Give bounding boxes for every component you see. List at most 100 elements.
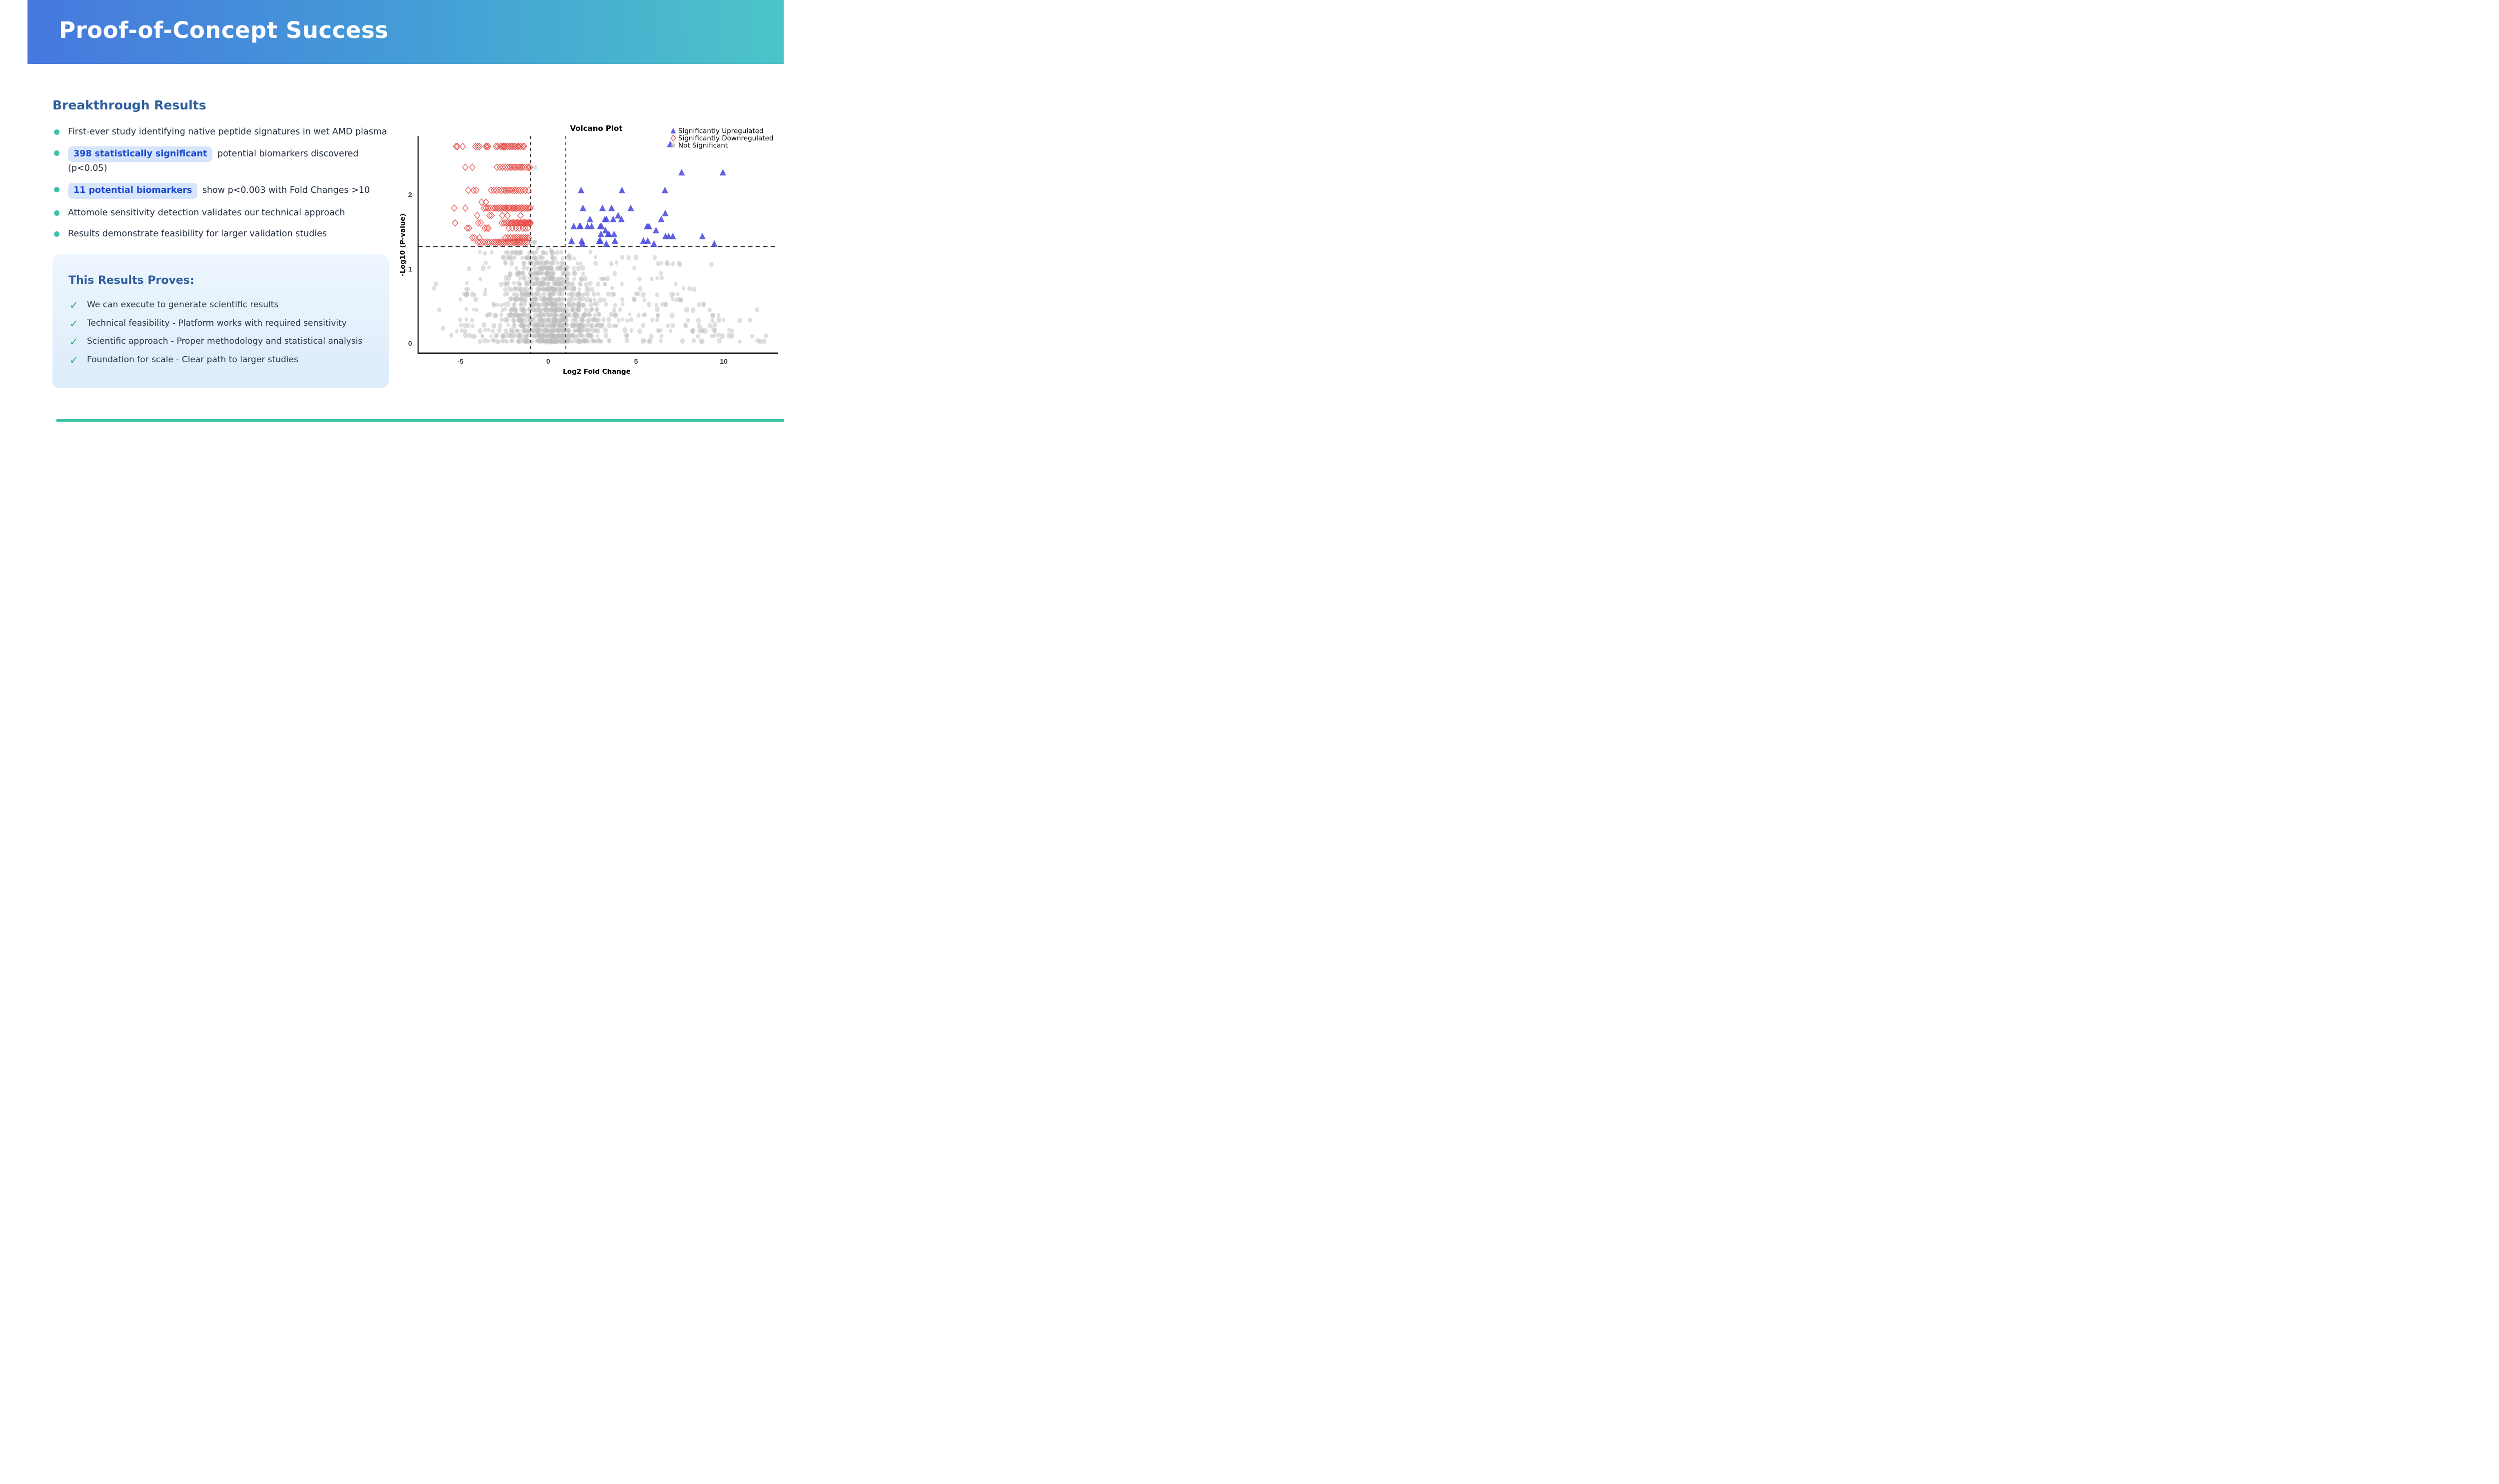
not-significant-point bbox=[539, 333, 543, 338]
not-significant-point bbox=[440, 326, 445, 331]
upregulated-point bbox=[598, 222, 605, 229]
not-significant-point bbox=[517, 338, 522, 344]
upregulated-point bbox=[586, 215, 594, 222]
downregulated-point bbox=[459, 142, 466, 150]
not-significant-point bbox=[499, 317, 503, 322]
not-significant-point bbox=[596, 281, 601, 287]
downregulated-point bbox=[485, 204, 492, 212]
not-significant-point bbox=[500, 333, 505, 339]
not-significant-point bbox=[437, 307, 442, 312]
upregulated-point bbox=[611, 237, 618, 244]
not-significant-point bbox=[539, 260, 543, 266]
not-significant-point bbox=[609, 261, 614, 266]
not-significant-point bbox=[655, 312, 660, 318]
list-item: Attomole sensitivity detection validates… bbox=[52, 206, 390, 220]
upregulated-point bbox=[605, 230, 613, 237]
not-significant-point bbox=[513, 286, 518, 291]
downregulated-point bbox=[520, 163, 527, 171]
y-tick-label: 0 bbox=[408, 339, 412, 347]
not-significant-point bbox=[542, 313, 546, 318]
downregulated-point bbox=[496, 163, 503, 171]
not-significant-point bbox=[465, 291, 470, 297]
downregulated-point bbox=[502, 234, 509, 242]
not-significant-point bbox=[537, 265, 542, 271]
not-significant-point bbox=[543, 282, 547, 286]
downregulated-point bbox=[474, 142, 481, 150]
not-significant-point bbox=[503, 328, 509, 334]
not-significant-point bbox=[660, 261, 664, 265]
not-significant-point bbox=[628, 312, 632, 317]
upregulated-point bbox=[577, 222, 584, 229]
not-significant-point bbox=[467, 266, 471, 271]
upregulated-point bbox=[618, 215, 625, 222]
not-significant-point bbox=[533, 296, 538, 301]
not-significant-point bbox=[511, 302, 516, 308]
not-significant-point bbox=[603, 282, 607, 286]
check-text: Scientific approach - Proper methodology… bbox=[87, 336, 363, 347]
not-significant-point bbox=[559, 249, 563, 255]
not-significant-point bbox=[477, 339, 482, 344]
downregulated-point bbox=[526, 219, 533, 227]
not-significant-point bbox=[474, 307, 479, 312]
not-significant-point bbox=[552, 286, 557, 292]
downregulated-point bbox=[469, 234, 476, 242]
downregulated-point bbox=[477, 219, 484, 227]
not-significant-point bbox=[559, 260, 564, 266]
not-significant-point bbox=[570, 291, 575, 298]
downregulated-point bbox=[511, 238, 518, 246]
downregulated-point bbox=[527, 219, 534, 227]
not-significant-point bbox=[548, 248, 553, 253]
downregulated-point bbox=[485, 142, 492, 150]
not-significant-point bbox=[711, 327, 716, 333]
not-significant-point bbox=[576, 292, 581, 298]
not-significant-point bbox=[720, 333, 725, 339]
downregulated-point bbox=[496, 186, 503, 194]
bottom-accent-bar bbox=[56, 419, 784, 422]
not-significant-point bbox=[656, 261, 661, 266]
slide: Proof-of-Concept Success Breakthrough Re… bbox=[0, 0, 784, 422]
not-significant-point bbox=[659, 275, 664, 281]
upregulated-point bbox=[599, 204, 606, 211]
not-significant-point bbox=[590, 338, 595, 344]
not-significant-point bbox=[519, 307, 523, 312]
not-significant-point bbox=[605, 276, 610, 282]
not-significant-point bbox=[576, 265, 581, 271]
not-significant-point bbox=[520, 318, 525, 323]
not-significant-point bbox=[554, 297, 559, 303]
not-significant-point bbox=[528, 276, 532, 280]
downregulated-point bbox=[519, 186, 526, 194]
not-significant-point bbox=[626, 255, 631, 260]
not-significant-point bbox=[483, 251, 487, 256]
not-significant-point bbox=[482, 337, 488, 344]
not-significant-point bbox=[470, 333, 475, 339]
not-significant-point bbox=[553, 313, 557, 318]
not-significant-point bbox=[561, 328, 566, 333]
not-significant-point bbox=[560, 256, 565, 261]
not-significant-point bbox=[596, 292, 600, 296]
not-significant-point bbox=[606, 338, 611, 343]
not-significant-point bbox=[613, 303, 617, 308]
downregulated-point bbox=[504, 204, 511, 212]
not-significant-point bbox=[586, 286, 591, 292]
legend-diamond-icon bbox=[670, 134, 676, 142]
not-significant-point bbox=[535, 291, 539, 296]
downregulated-point bbox=[515, 186, 522, 194]
downregulated-point bbox=[500, 219, 507, 227]
not-significant-point bbox=[532, 265, 537, 271]
downregulated-point bbox=[495, 204, 502, 212]
page-title: Proof-of-Concept Success bbox=[59, 17, 389, 43]
upregulated-point bbox=[658, 215, 665, 222]
not-significant-point bbox=[629, 328, 634, 333]
not-significant-point bbox=[709, 334, 714, 338]
not-significant-point bbox=[721, 317, 726, 323]
not-significant-point bbox=[607, 322, 612, 328]
downregulated-point bbox=[519, 142, 526, 150]
not-significant-point bbox=[665, 261, 670, 266]
not-significant-point bbox=[464, 307, 468, 312]
not-significant-point bbox=[655, 292, 659, 298]
list-item: ✓Technical feasibility - Platform works … bbox=[68, 318, 372, 330]
list-item: First-ever study identifying native pept… bbox=[52, 125, 390, 139]
not-significant-point bbox=[597, 322, 602, 329]
not-significant-point bbox=[514, 271, 520, 277]
downregulated-point bbox=[517, 186, 524, 194]
